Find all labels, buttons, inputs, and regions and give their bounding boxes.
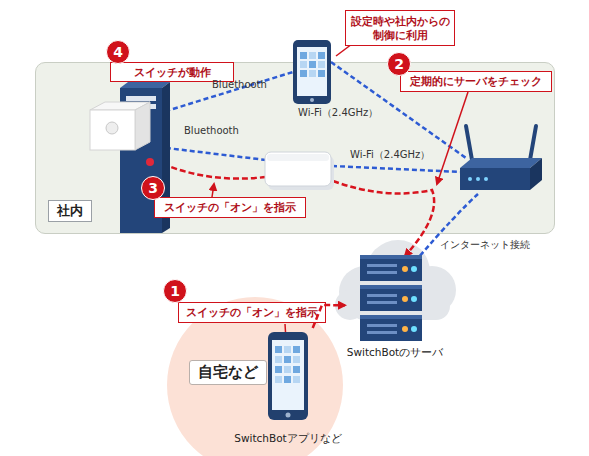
circle-shape — [286, 413, 291, 418]
rect-shape — [367, 331, 397, 334]
pc-tower-part — [146, 158, 154, 166]
circle-shape — [411, 266, 417, 272]
circle-shape — [411, 326, 417, 332]
smartphone-part — [297, 47, 327, 96]
server-unit — [360, 255, 422, 281]
smartphone-part — [309, 61, 316, 68]
switchbot-bot — [90, 102, 150, 150]
callout-text: スイッチの「オン」を指示 — [186, 305, 318, 320]
app-icon — [275, 366, 282, 373]
pc-tower-part — [126, 96, 156, 101]
hub-mini-part — [265, 152, 331, 186]
smartphone-part — [310, 98, 314, 102]
device-label: SwitchBotアプリなど — [228, 432, 348, 446]
phone-icon — [228, 328, 348, 424]
app-icon — [284, 376, 291, 383]
smartphone-part — [300, 52, 307, 59]
server-icon — [345, 250, 445, 345]
smartphone-part — [300, 70, 307, 77]
rect-shape — [367, 294, 397, 297]
cloud — [335, 240, 456, 320]
note-callout: 設定時や社内からの 制御に利用 — [345, 10, 455, 46]
wifi-router-part — [460, 168, 530, 190]
smartphone-part — [300, 61, 307, 68]
callout-number: 1 — [163, 279, 187, 303]
callout-number: 4 — [106, 40, 130, 64]
callout-box: 1スイッチの「オン」を指示 — [178, 302, 326, 323]
app-icon — [284, 366, 291, 373]
rect-shape — [367, 264, 397, 267]
link-label: Wi-Fi（2.4GHz） — [350, 148, 430, 162]
link-label: Bluethooth — [184, 125, 239, 136]
smartphone-part — [318, 61, 325, 68]
switchbot-bot-part — [106, 122, 118, 134]
smartphone-part — [309, 52, 316, 59]
callout-number: 3 — [141, 176, 165, 200]
app-icon — [293, 356, 300, 363]
app-icon — [293, 376, 300, 383]
server-node: SwitchBotのサーバ — [345, 250, 445, 362]
wifi-router-part — [476, 177, 480, 181]
pc-tower-part — [120, 82, 170, 88]
hub-mini — [265, 152, 334, 190]
app-icon — [293, 366, 300, 373]
hub-mini-part — [267, 154, 329, 161]
app-phone: SwitchBotアプリなど — [228, 328, 348, 450]
callout-text: スイッチの「オン」を指示 — [164, 200, 296, 215]
app-icon — [275, 346, 282, 353]
rect-shape — [360, 255, 422, 259]
app-icon — [275, 376, 282, 383]
circle-shape — [402, 326, 408, 332]
smartphone — [293, 40, 331, 104]
wifi-router-part — [460, 158, 542, 168]
wifi-router-part — [484, 177, 488, 181]
rect-shape — [360, 285, 422, 289]
rect-shape — [367, 324, 397, 327]
circle-shape — [402, 296, 408, 302]
smartphone-part — [293, 40, 331, 104]
rect-shape — [367, 301, 397, 304]
app-icon — [293, 346, 300, 353]
command-connector — [313, 305, 345, 328]
rect-shape — [367, 271, 397, 274]
switchbot-bot-part — [135, 102, 150, 150]
link-label: Wi-Fi（2.4GHz） — [298, 106, 378, 120]
link-label: インターネット接続 — [440, 238, 530, 252]
smartphone-part — [318, 52, 325, 59]
zone-label: 社内 — [48, 200, 92, 222]
zone-label: 自宅など — [189, 360, 267, 385]
callout-text: 定期的にサーバをチェック — [410, 74, 542, 89]
callout-box: 3スイッチの「オン」を指示 — [154, 197, 306, 218]
server-unit — [360, 285, 422, 311]
callout-text: 設定時や社内からの 制御に利用 — [350, 14, 450, 42]
phone-body — [268, 332, 308, 420]
circle-shape — [411, 296, 417, 302]
smartphone-part — [309, 70, 316, 77]
callout-number: 2 — [387, 52, 411, 76]
callout-text: スイッチが動作 — [134, 65, 211, 80]
switchbot-bot-part — [90, 110, 135, 150]
smartphone-part — [318, 70, 325, 77]
circle-shape — [402, 266, 408, 272]
server-label: SwitchBotのサーバ — [335, 346, 455, 360]
phone-screen — [272, 340, 304, 410]
app-icon — [284, 356, 291, 363]
rect-shape — [360, 315, 422, 319]
app-icon — [275, 356, 282, 363]
callout-box: 2定期的にサーバをチェック — [400, 71, 552, 92]
app-icon — [284, 346, 291, 353]
link-label: Bluethooth — [212, 79, 267, 90]
server-unit — [360, 315, 422, 341]
wifi-router-part — [468, 177, 472, 181]
